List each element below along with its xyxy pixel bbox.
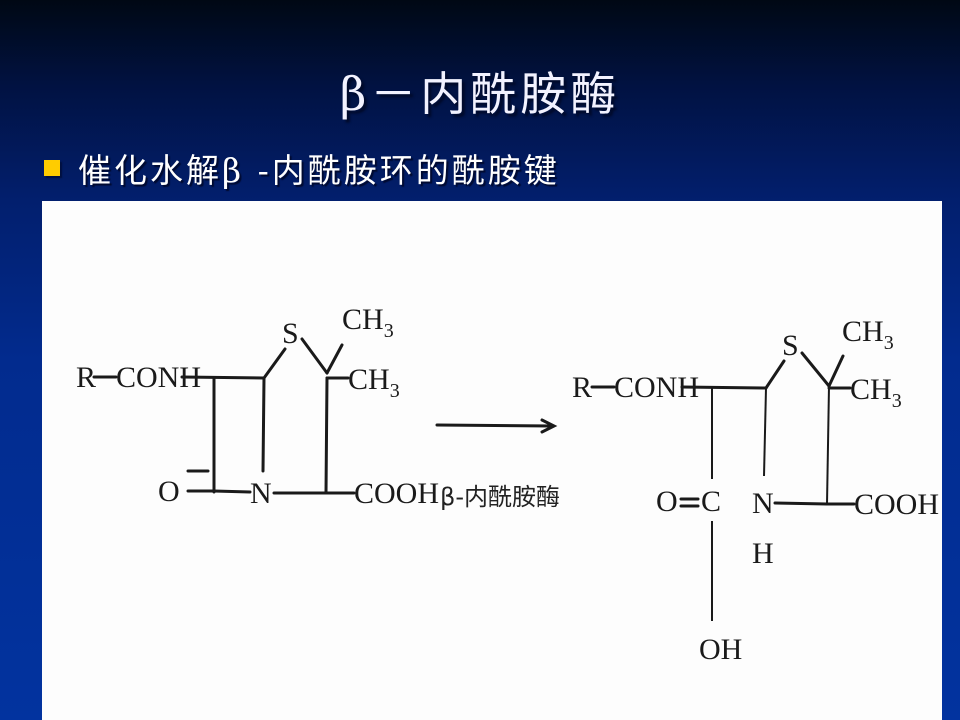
slide-title: β－内酰胺酶 [339, 67, 621, 121]
enzyme-label: β-内酰胺酶 [440, 483, 560, 511]
product-carboxyl: COOH [854, 488, 939, 521]
reaction-diagram: R CONH O N COOH S [76, 303, 939, 666]
reactant-carbonyl-oxygen: O [158, 475, 180, 508]
product-methyl-2: CH3 [850, 373, 902, 412]
reactant-sulfur: S [282, 317, 299, 350]
product-amine-h: H [752, 537, 774, 570]
reaction-arrow: β-内酰胺酶 [435, 418, 560, 511]
reactant-nitrogen: N [250, 477, 272, 510]
reactant-methyl-1: CH3 [342, 303, 394, 342]
bullet-text: 催化水解β -内酰胺环的酰胺键 [78, 151, 560, 190]
product-structure: R CONH O C OH N H COOH [572, 315, 939, 666]
product-hydroxyl: OH [699, 633, 742, 666]
product-carbonyl-carbon: C [701, 485, 721, 518]
square-bullet-icon [44, 160, 60, 176]
product-sulfur: S [782, 329, 799, 362]
reactant-r-group: R [76, 361, 96, 394]
reaction-figure: R CONH O N COOH S [42, 201, 942, 720]
product-methyl-1: CH3 [842, 315, 894, 354]
product-carbonyl-oxygen: O [656, 485, 678, 518]
reactant-structure: R CONH O N COOH S [76, 303, 439, 510]
reactant-methyl-2: CH3 [348, 363, 400, 402]
product-nitrogen: N [752, 487, 774, 520]
product-r-group: R [572, 371, 592, 404]
reactant-carboxyl: COOH [354, 477, 439, 510]
bullet-item: 催化水解β -内酰胺环的酰胺键 [44, 146, 560, 190]
